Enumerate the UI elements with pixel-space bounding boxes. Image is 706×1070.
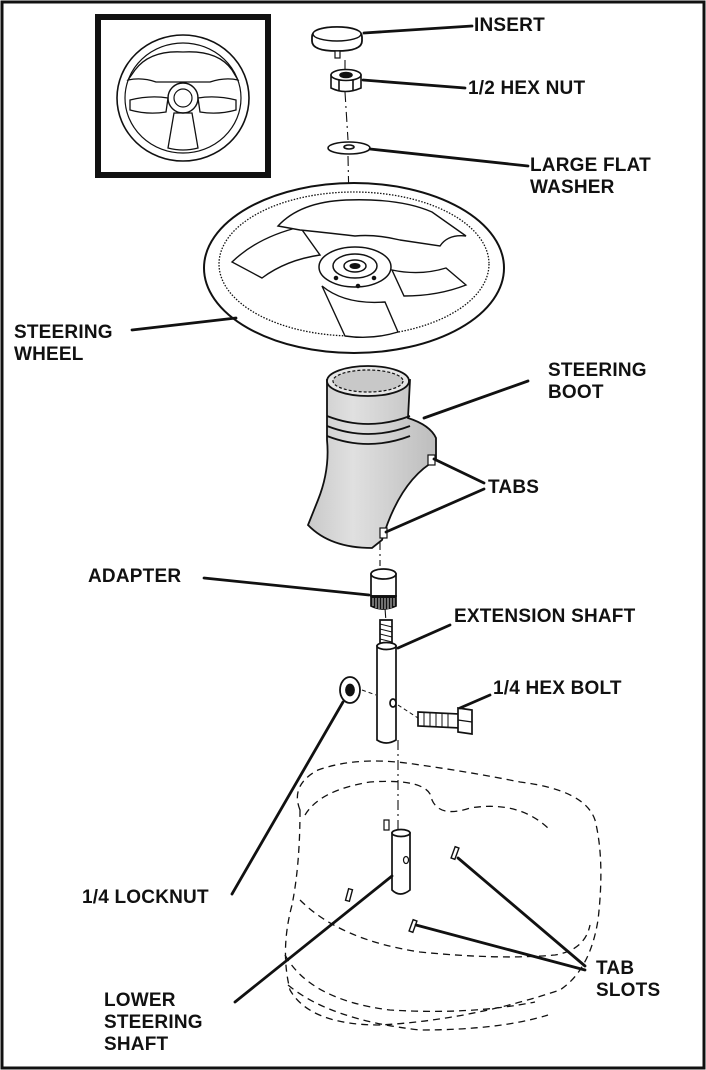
label-large-flat-washer-line1: LARGE FLAT (530, 155, 651, 176)
label-adapter: ADAPTER (88, 566, 182, 587)
steering-wheel-part (203, 182, 505, 354)
flat-washer-part (327, 141, 371, 155)
leader-insert (362, 24, 474, 35)
label-tabs: TABS (488, 477, 540, 498)
hex-nut-part (330, 68, 362, 93)
leader-steering-boot (422, 379, 530, 420)
label-lower-steering-shaft-line1: LOWER (104, 990, 176, 1011)
hex-bolt-part (397, 704, 473, 735)
adapter-part (370, 568, 397, 610)
leader-hex-bolt (458, 693, 492, 710)
leader-tab-slots-a (456, 856, 587, 968)
leader-washer (368, 147, 530, 168)
steering-boot-part (306, 365, 437, 549)
label-hex-nut: 1/2 HEX NUT (468, 78, 586, 99)
leader-steering-wheel (130, 316, 238, 332)
leader-lines (130, 24, 587, 1004)
label-tab-slots: TAB SLOTS (596, 958, 660, 1002)
leader-adapter (202, 576, 371, 597)
leader-tab-upper (432, 457, 486, 485)
label-steering-wheel: STEERING WHEEL (14, 322, 113, 366)
inset-wheel-thumbnail (95, 14, 271, 178)
label-large-flat-washer-line2: WASHER (530, 177, 615, 198)
extension-shaft-part (376, 619, 397, 744)
label-tab-slots-line1: TAB (596, 958, 635, 979)
label-steering-boot-line1: STEERING (548, 360, 647, 381)
label-locknut: 1/4 LOCKNUT (82, 887, 209, 908)
leader-lower-shaft (233, 874, 394, 1004)
label-extension-shaft: EXTENSION SHAFT (454, 606, 636, 627)
leader-tab-lower (384, 487, 486, 534)
leader-hex-nut (361, 78, 467, 90)
leader-locknut (230, 700, 345, 896)
label-steering-wheel-line1: STEERING (14, 322, 113, 343)
label-steering-wheel-line2: WHEEL (14, 344, 84, 365)
label-tab-slots-line2: SLOTS (596, 980, 661, 1001)
label-lower-steering-shaft: LOWER STEERING SHAFT (104, 990, 203, 1056)
label-hex-bolt: 1/4 HEX BOLT (493, 678, 622, 699)
lower-steering-shaft-part (383, 819, 411, 895)
leader-extension-shaft (396, 623, 452, 650)
dashed-housing (284, 760, 602, 1031)
label-insert: INSERT (474, 15, 545, 36)
leader-tab-slots-b (414, 923, 587, 972)
insert-part (311, 26, 363, 59)
label-lower-steering-shaft-line2: STEERING (104, 1012, 203, 1033)
tab-slots-marks (344, 845, 460, 934)
label-steering-boot: STEERING BOOT (548, 360, 647, 404)
label-steering-boot-line2: BOOT (548, 382, 604, 403)
label-lower-steering-shaft-line3: SHAFT (104, 1034, 169, 1055)
label-large-flat-washer: LARGE FLAT WASHER (530, 155, 651, 199)
locknut-part (339, 676, 377, 704)
